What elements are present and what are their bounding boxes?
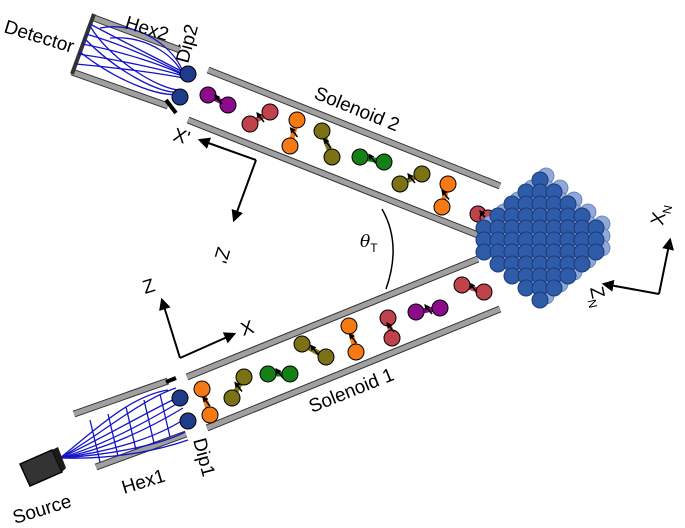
theta-label: θT xyxy=(360,232,378,255)
molecule-orientation-arrow xyxy=(424,304,433,315)
molecule-orientation-arrow xyxy=(469,282,478,293)
molecule-atom xyxy=(199,86,217,104)
beam1-x-label: X xyxy=(238,317,257,341)
molecule-atom xyxy=(259,365,277,383)
molecule-atom xyxy=(347,343,365,361)
source-label: Source xyxy=(10,491,74,528)
nucleus-z-label: ZN xyxy=(582,285,610,310)
molecule-atom xyxy=(193,380,211,398)
hex1-label: Hex1 xyxy=(119,466,168,499)
molecule-orientation-arrow xyxy=(348,333,358,344)
molecule-atom xyxy=(475,283,493,301)
molecules xyxy=(193,86,497,424)
molecule-atom xyxy=(223,389,241,407)
molecule-atom xyxy=(288,111,306,129)
molecule-atom xyxy=(407,303,425,321)
source-box xyxy=(19,447,66,487)
molecule-atom xyxy=(351,148,369,166)
molecule-orientation-arrow xyxy=(275,368,284,379)
molecule-orientation-arrow xyxy=(368,153,377,164)
molecule-atom xyxy=(241,115,259,133)
nucleon xyxy=(531,291,549,309)
nucleon xyxy=(587,243,605,261)
molecule-orientation-arrow xyxy=(256,112,265,123)
molecule-atom xyxy=(453,276,471,294)
molecule-atom xyxy=(383,329,401,347)
hex1-coils xyxy=(59,387,189,463)
molecule-atom xyxy=(219,96,237,114)
molecule-orientation-arrow xyxy=(310,344,319,355)
molecule-atom xyxy=(375,153,393,171)
beam1-z-label: Z xyxy=(140,275,158,299)
dip1-label: Dip1 xyxy=(188,436,218,479)
molecule-orientation-arrow xyxy=(214,94,223,105)
molecule-atom xyxy=(340,317,358,335)
molecule-atom xyxy=(323,148,341,166)
theta-arc xyxy=(381,208,394,290)
molecule-atom xyxy=(433,198,451,216)
dip2-magnet xyxy=(171,65,197,106)
molecule-orientation-arrow xyxy=(407,173,416,184)
beam1-axes xyxy=(159,297,237,359)
molecule-atom xyxy=(313,122,331,140)
molecule-atom xyxy=(261,103,279,121)
molecule-orientation-arrow xyxy=(441,189,450,200)
nucleon xyxy=(573,255,591,273)
molecule-atom xyxy=(413,165,431,183)
dip1-magnet xyxy=(171,389,197,430)
molecule-atom xyxy=(293,335,311,353)
dip2-label: Dip2 xyxy=(173,22,203,65)
nucleon xyxy=(559,267,577,285)
molecule-atom xyxy=(317,348,335,366)
nucleus-axes xyxy=(601,237,674,295)
molecule-atom xyxy=(431,299,449,317)
nucleus-x-label: XN xyxy=(647,202,675,228)
molecule-atom xyxy=(281,365,299,383)
hex2-coils xyxy=(75,23,184,96)
beam2-z-label: Z' xyxy=(209,245,234,266)
nucleon xyxy=(545,279,563,297)
molecule-orientation-arrow xyxy=(289,127,299,138)
molecule-atom xyxy=(391,175,409,193)
molecule-atom xyxy=(201,406,219,424)
molecule-orientation-arrow xyxy=(202,396,211,407)
hex2-assembly xyxy=(70,13,184,115)
molecule-atom xyxy=(281,137,299,155)
molecule-orientation-arrow xyxy=(234,381,243,392)
beam2-x-label: X' xyxy=(171,125,193,150)
nucleus-cluster xyxy=(475,167,611,309)
detector-label: Detector xyxy=(2,17,77,58)
molecule-orientation-arrow xyxy=(323,138,332,149)
hex1-assembly xyxy=(59,376,189,471)
molecule-atom xyxy=(235,368,253,386)
beam2-axes xyxy=(197,137,257,223)
molecule-atom xyxy=(439,175,457,193)
molecule-orientation-arrow xyxy=(386,322,395,333)
